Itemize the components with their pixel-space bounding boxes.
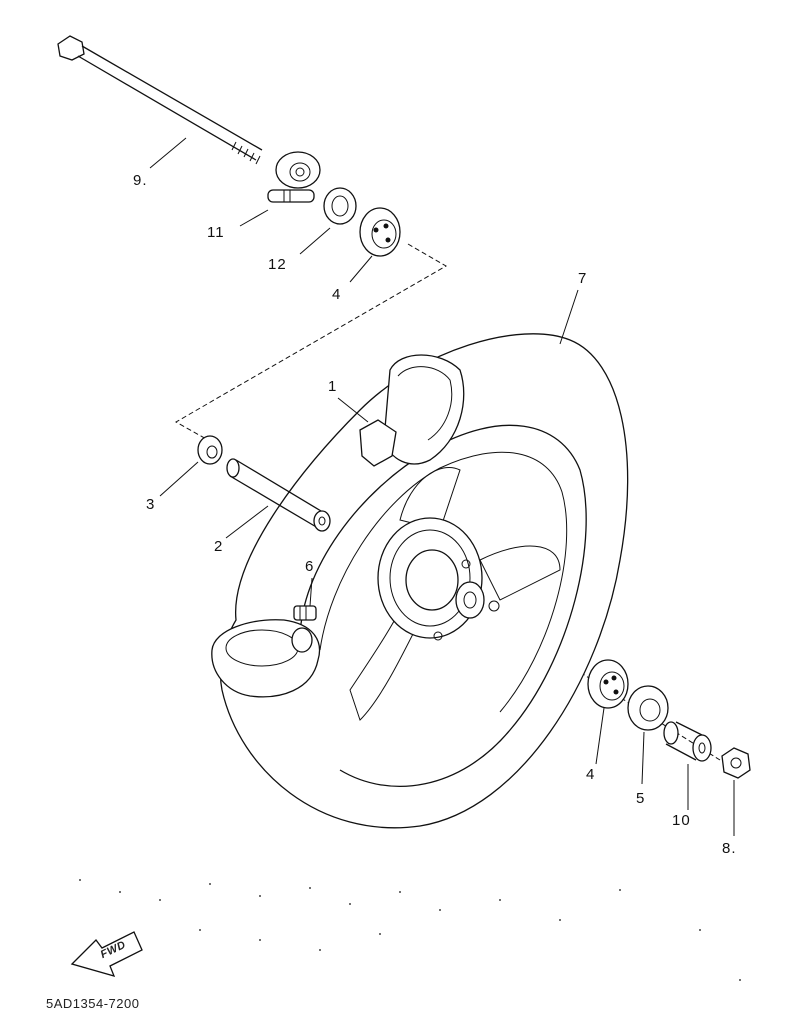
- label-part-11: 11: [207, 224, 225, 241]
- label-part-5: 5: [636, 790, 646, 807]
- label-part-6: 6: [305, 558, 315, 575]
- part-9-axle: [57, 35, 263, 169]
- label-part-2: 2: [214, 538, 224, 555]
- fwd-arrow-icon: [70, 931, 143, 977]
- part-6-bolt: [291, 577, 317, 653]
- scan-speckle: [79, 879, 741, 981]
- diagram-code: 5AD1354-7200: [46, 996, 140, 1011]
- part-2-spacer: [225, 458, 331, 539]
- label-part-9: 9.: [133, 172, 148, 189]
- label-part-12: 12: [268, 256, 287, 273]
- label-part-1: 1: [328, 378, 338, 395]
- label-part-4-upper: 4: [332, 286, 342, 303]
- label-part-3: 3: [146, 496, 156, 513]
- part-10-collar: [663, 721, 712, 810]
- label-part-4-lower: 4: [586, 766, 596, 783]
- label-part-7: 7: [578, 270, 588, 287]
- part-11-gear-unit: [239, 151, 321, 227]
- part-4-bearing-lower: [587, 659, 629, 765]
- part-12-seal: [299, 187, 357, 255]
- part-3-seal: [159, 435, 223, 497]
- label-part-8: 8.: [722, 840, 737, 857]
- part-5-seal: [627, 685, 669, 785]
- part-8-nut: [721, 747, 751, 836]
- label-part-10: 10: [672, 812, 691, 829]
- part-7-wheel: [211, 289, 629, 829]
- part-4-bearing-upper: [349, 207, 401, 283]
